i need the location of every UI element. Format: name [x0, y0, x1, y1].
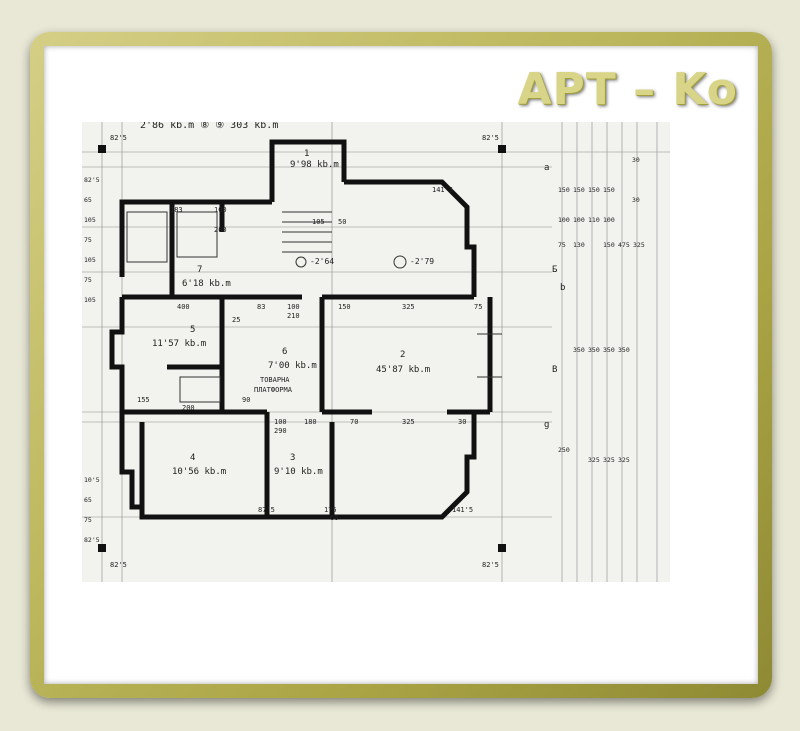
dim-left: 75 — [84, 236, 92, 244]
dim-bottom-right: 82'5 — [482, 561, 499, 569]
dim-right: 150 — [558, 186, 570, 194]
dim-right: 350 — [618, 346, 630, 354]
dim-interior: 180 — [304, 418, 317, 426]
dim-bottom-left: 82'5 — [110, 561, 127, 569]
dim-right: 130 — [573, 241, 585, 249]
room-2-number: 2 — [400, 350, 405, 360]
dim-left: 10'5 — [84, 476, 100, 484]
room-1-area: 9'98 kb.m — [290, 160, 339, 170]
dim-left: 82'5 — [84, 536, 100, 544]
dim-interior: 87'5 — [258, 506, 275, 514]
section-b-upper: Б — [552, 265, 557, 275]
dim-right: 150 — [603, 241, 615, 249]
room-1-number: 1 — [304, 149, 309, 159]
dim-interior: 30 — [458, 418, 466, 426]
dim-top-right: 82'5 — [482, 134, 499, 142]
floor-plan: 2'86 kb.m ⑧ ⑨ 303 kb.m 9'98 kb.m 1 2 45'… — [82, 120, 670, 582]
dim-left: 65 — [84, 196, 92, 204]
dim-interior: 100 — [274, 418, 287, 426]
dim-right: 150 — [603, 186, 615, 194]
dim-right: 325 — [588, 456, 600, 464]
room-3-area: 9'10 kb.m — [274, 467, 323, 477]
dim-left: 105 — [84, 256, 96, 264]
room-4-number: 4 — [190, 453, 195, 463]
dim-diagonal-top: 141'5 — [432, 186, 453, 194]
dim-right: 475 — [618, 241, 630, 249]
room-3-number: 3 — [290, 453, 295, 463]
dim-right: 350 — [573, 346, 585, 354]
dim-interior: 100 — [287, 303, 300, 311]
room-2-area: 45'87 kb.m — [376, 365, 430, 375]
dim-interior: 50 — [338, 218, 346, 226]
dim-right: 325 — [618, 456, 630, 464]
dim-right: 350 — [603, 346, 615, 354]
room-6-area: 7'00 kb.m — [268, 361, 317, 371]
dim-left: 75 — [84, 516, 92, 524]
dim-interior: 150 — [338, 303, 351, 311]
dim-right: 75 — [558, 241, 566, 249]
plan-header: 2'86 kb.m ⑧ ⑨ 303 kb.m — [140, 122, 278, 131]
dim-interior: 325 — [402, 303, 415, 311]
dim-interior: 25 — [232, 316, 240, 324]
platform-label-2: ПЛАТФОРМА — [254, 386, 293, 394]
dim-left: 65 — [84, 496, 92, 504]
section-a: a — [544, 163, 549, 173]
dim-interior: 70 — [350, 418, 358, 426]
dim-diagonal-bottom: 141'5 — [452, 506, 473, 514]
dim-right: 30 — [632, 196, 640, 204]
dim-top-left: 82'5 — [110, 134, 127, 142]
dim-right: 325 — [633, 241, 645, 249]
dim-interior: 200 — [214, 226, 227, 234]
room-6-number: 6 — [282, 347, 287, 357]
dim-interior: 183 — [170, 206, 183, 214]
dim-left: 105 — [84, 216, 96, 224]
dim-interior: 75 — [474, 303, 482, 311]
dim-interior: 90 — [242, 396, 250, 404]
dim-interior: 105 — [312, 218, 325, 226]
dim-right: 150 — [573, 186, 585, 194]
dim-right: 100 — [573, 216, 585, 224]
level-1: -2'64 — [310, 257, 334, 266]
dim-interior: 400 — [177, 303, 190, 311]
dim-interior: 60 — [330, 514, 338, 522]
dim-right: 100 — [603, 216, 615, 224]
dim-interior: 325 — [402, 418, 415, 426]
dim-right: 150 — [588, 186, 600, 194]
section-g: g — [544, 420, 549, 430]
dim-interior: 290 — [274, 427, 287, 435]
floor-plan-drawing: 2'86 kb.m ⑧ ⑨ 303 kb.m 9'98 kb.m 1 2 45'… — [82, 120, 670, 582]
room-7-area: 6'18 kb.m — [182, 279, 231, 289]
dim-right: 350 — [588, 346, 600, 354]
room-5-number: 5 — [190, 325, 195, 335]
dim-left: 75 — [84, 276, 92, 284]
dim-right: 110 — [588, 216, 600, 224]
dim-left: 105 — [84, 296, 96, 304]
level-2: -2'79 — [410, 257, 434, 266]
dim-right: 250 — [558, 446, 570, 454]
dim-interior: 200 — [182, 404, 195, 412]
platform-label-1: ТОВАРНА — [260, 376, 290, 384]
room-7-number: 7 — [197, 265, 202, 275]
dim-interior: 100 — [214, 206, 227, 214]
dim-right: 30 — [632, 156, 640, 164]
brand-logo: APT – Ko — [517, 64, 738, 115]
room-4-area: 10'56 kb.m — [172, 467, 226, 477]
dim-right: 325 — [603, 456, 615, 464]
dim-left: 82'5 — [84, 176, 100, 184]
room-5-area: 11'57 kb.m — [152, 339, 206, 349]
dim-interior: 175 — [324, 506, 337, 514]
section-v: В — [552, 365, 557, 375]
dim-interior: 155 — [137, 396, 150, 404]
section-b: b — [560, 283, 565, 293]
dim-right: 100 — [558, 216, 570, 224]
dim-interior: 83 — [257, 303, 265, 311]
dim-interior: 210 — [287, 312, 300, 320]
